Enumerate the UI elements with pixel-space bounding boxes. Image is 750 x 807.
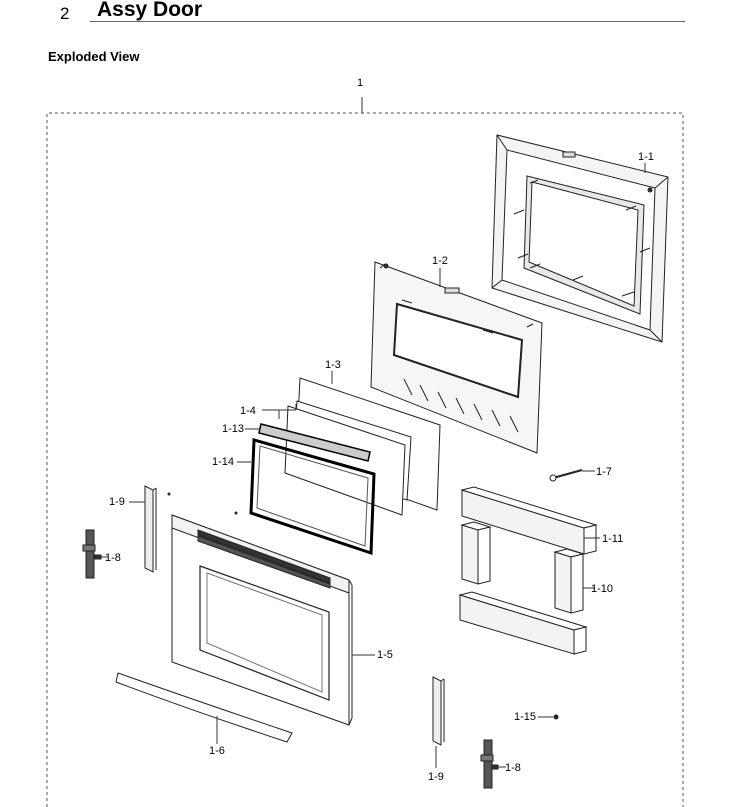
leader-1-4 <box>262 404 297 419</box>
callout-1-9-left: 1-9 <box>109 496 125 508</box>
callout-1-15: 1-15 <box>514 711 536 723</box>
door-handle <box>115 672 293 743</box>
title-underline <box>90 21 685 22</box>
screw-part <box>549 469 583 482</box>
section-subtitle: Exploded View <box>48 49 140 64</box>
callout-1-7: 1-7 <box>596 466 612 478</box>
callout-1-9-bottom: 1-9 <box>428 771 444 783</box>
callout-1-13: 1-13 <box>222 423 244 435</box>
insulation-side <box>458 521 588 655</box>
callout-1-2: 1-2 <box>432 255 448 267</box>
callout-1-1: 1-1 <box>638 151 654 163</box>
callout-assembly: 1 <box>357 77 363 89</box>
assembly-boundary <box>46 112 684 807</box>
door-front-panel <box>171 514 353 726</box>
hinge-left <box>82 529 102 579</box>
callout-1-14: 1-14 <box>212 456 234 468</box>
callout-1-4: 1-4 <box>240 405 256 417</box>
hinge-bracket-bottom <box>432 676 445 746</box>
callout-1-3: 1-3 <box>325 359 341 371</box>
outer-door-frame <box>491 134 669 343</box>
detail-dot <box>234 511 238 515</box>
callout-1-5: 1-5 <box>377 649 393 661</box>
callout-1-11: 1-11 <box>602 533 623 545</box>
inner-door-panel <box>370 261 543 454</box>
small-screw-part <box>553 714 559 720</box>
callout-1-10: 1-10 <box>591 583 613 595</box>
hinge-bracket-left <box>144 485 157 573</box>
insulation-top <box>460 486 598 555</box>
section-number: 2 <box>60 4 70 23</box>
callout-1-8-left: 1-8 <box>105 552 121 564</box>
hinge-bottom <box>480 739 499 789</box>
callout-1-8-bottom: 1-8 <box>505 762 521 774</box>
callout-1-6: 1-6 <box>209 745 225 757</box>
glass-clip-strip <box>258 423 371 462</box>
detail-dot <box>167 492 171 496</box>
glass-holder-frame <box>249 438 376 556</box>
page-title: Assy Door <box>97 0 203 21</box>
